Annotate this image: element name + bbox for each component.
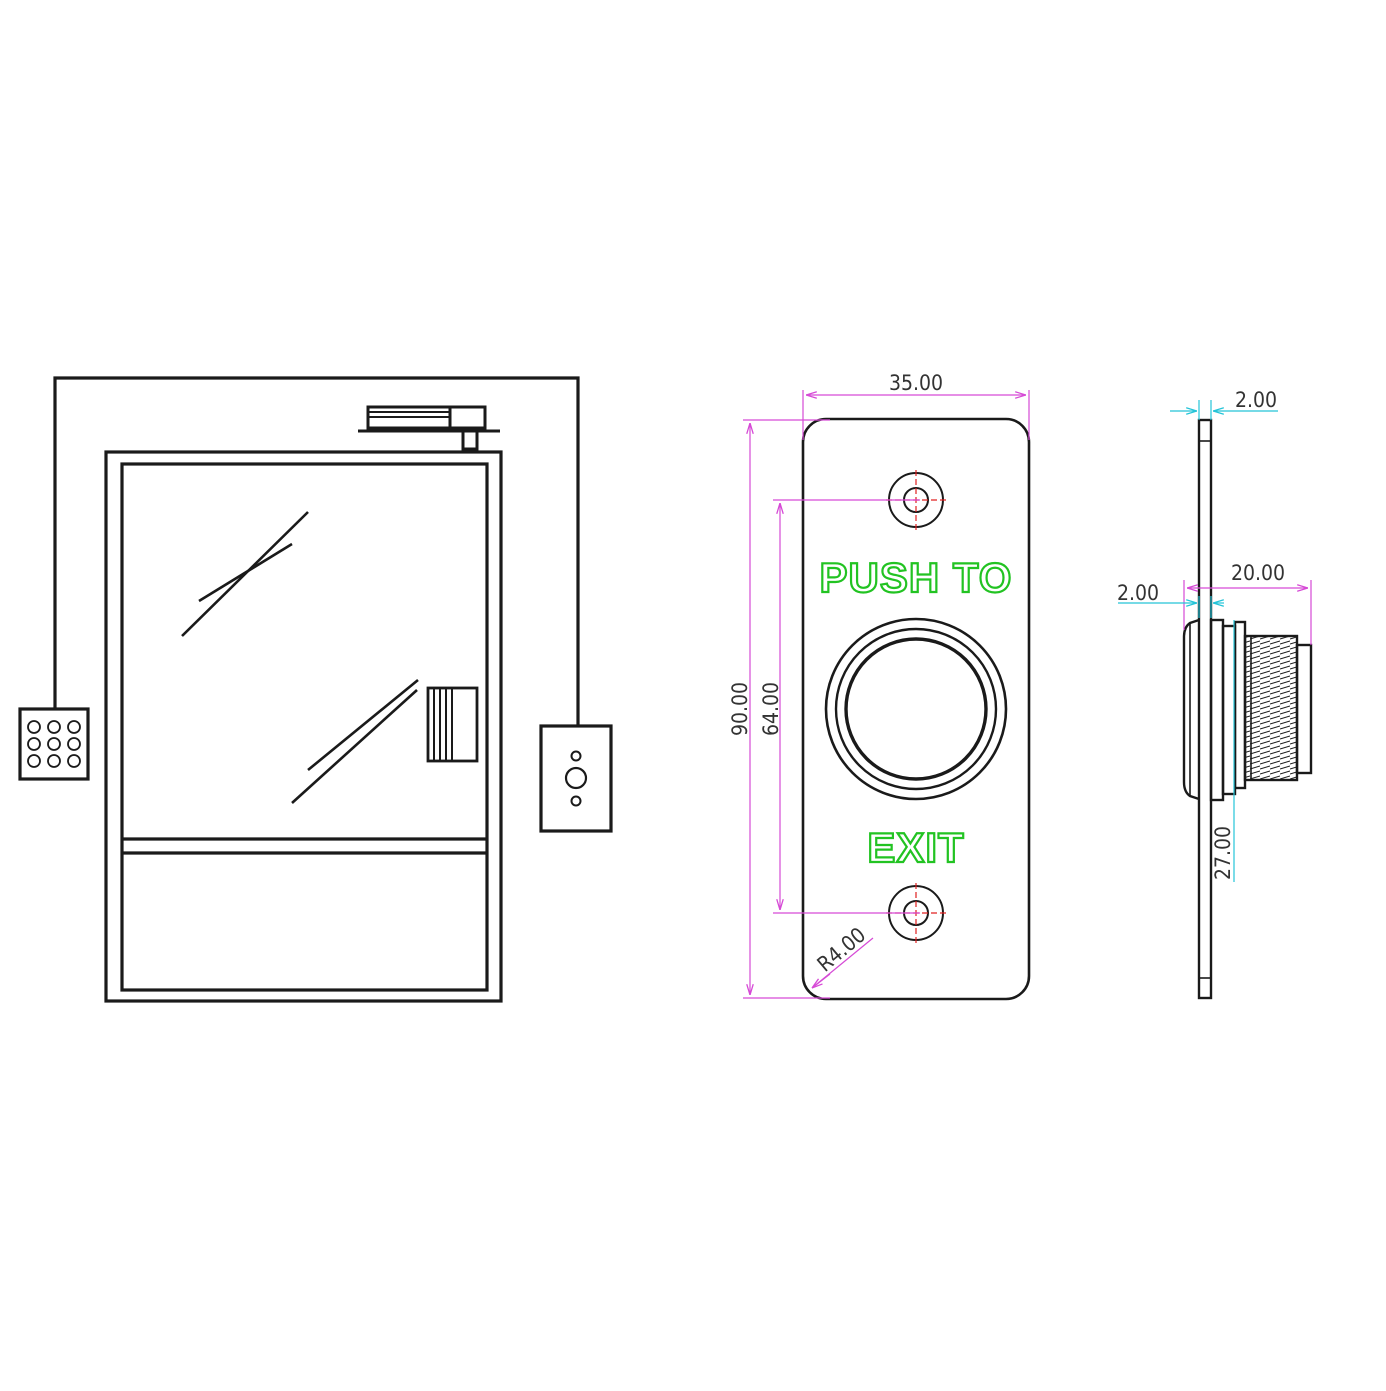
door-icon	[104, 450, 503, 1003]
dimension-height-label: 90.00	[728, 682, 752, 736]
dimension-width	[802, 390, 1030, 440]
dimension-plate-thickness	[1170, 400, 1278, 420]
installation-illustration	[18, 376, 613, 1003]
legend-exit: EXIT	[867, 824, 964, 871]
wiring-line	[53, 376, 580, 726]
push-button-icon	[824, 617, 1008, 801]
center-mark	[886, 470, 946, 943]
dimension-body-depth	[1183, 580, 1312, 645]
side-bezel	[1182, 618, 1200, 801]
dimension-bezel-label: 2.00	[1117, 581, 1159, 605]
side-end-cap	[1295, 643, 1313, 775]
keypad-icon	[18, 707, 90, 781]
dimension-width-label: 35.00	[889, 371, 943, 395]
side-body	[1209, 618, 1225, 802]
dimension-hole-spacing	[773, 499, 920, 914]
dimension-height	[743, 419, 830, 999]
dimension-plate-thickness-label: 2.00	[1235, 388, 1277, 412]
legend-push-to: PUSH TO	[820, 554, 1013, 601]
front-view: PUSH TO EXIT 35.00 90.00 64.00	[728, 371, 1031, 1001]
electric-lock-icon	[358, 405, 500, 451]
dimension-hole-spacing-label: 64.00	[759, 682, 783, 736]
dimension-bezel	[1118, 596, 1224, 618]
dimension-thread-label: 27.00	[1211, 826, 1235, 880]
face-plate	[801, 417, 1031, 1001]
dimension-body-depth-label: 20.00	[1231, 561, 1285, 585]
exit-button-icon	[539, 724, 613, 833]
thread-section	[1243, 634, 1299, 782]
dimension-radius	[812, 937, 874, 988]
dimension-radius-label: R4.00	[813, 923, 871, 977]
side-plate	[1197, 418, 1213, 1000]
side-view: 2.00 20.00 2.00 27.00	[1117, 388, 1313, 1000]
